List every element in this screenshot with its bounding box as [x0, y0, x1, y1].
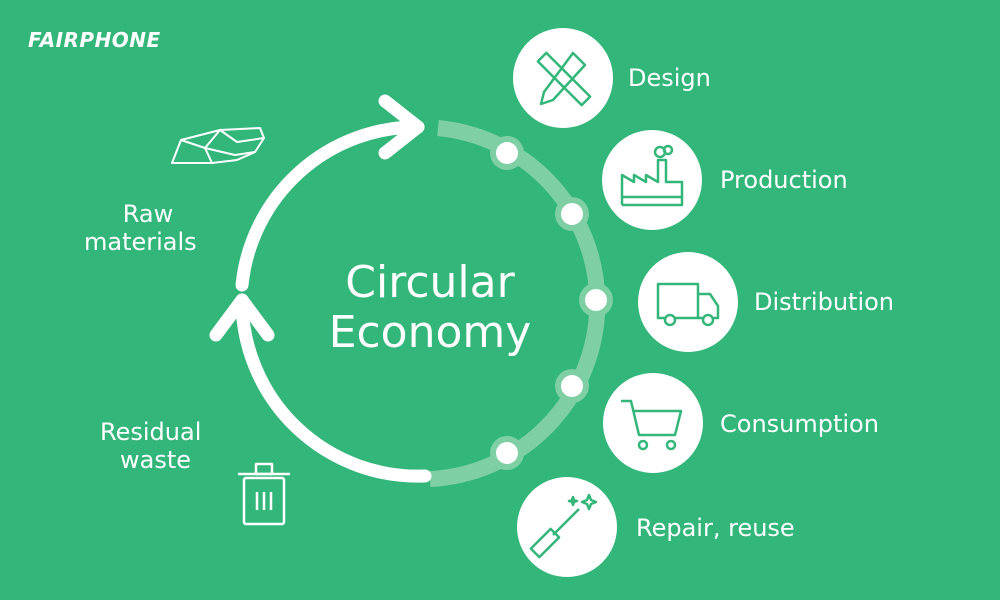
upper-arrowhead — [378, 94, 425, 160]
title-line-1: Circular — [345, 257, 515, 308]
production-icon — [602, 130, 702, 230]
fairphone-logo: FAIRPHONE — [28, 28, 161, 52]
title-line-2: Economy — [328, 307, 532, 358]
raw-materials-label: Raw — [118, 200, 178, 228]
shopping-cart-icon — [603, 373, 703, 473]
raw-materials-icon — [171, 127, 265, 164]
stage-repair-label: Repair, reuse — [636, 514, 795, 542]
lower-arrowhead — [209, 293, 275, 342]
stage-design-label: Design — [628, 64, 711, 92]
upper-arrow-arc — [235, 120, 425, 292]
stage-distribution-label: Distribution — [754, 288, 895, 316]
trash-bin-icon — [238, 462, 290, 526]
stage-dots — [490, 136, 613, 470]
stage-production-label: Production — [720, 166, 848, 194]
raw-line-1: Raw — [122, 200, 174, 228]
diagram-title: Circular Economy — [300, 258, 560, 358]
raw-line-2: materials — [84, 228, 197, 256]
waste-line-1: Residual — [100, 418, 202, 446]
screwdriver-icon — [517, 477, 617, 577]
lower-arrow-arc — [235, 293, 432, 483]
waste-line-2: waste — [120, 446, 192, 474]
stage-consumption-label: Consumption — [720, 410, 879, 438]
delivery-truck-icon — [638, 252, 738, 352]
design-icon — [513, 28, 613, 128]
